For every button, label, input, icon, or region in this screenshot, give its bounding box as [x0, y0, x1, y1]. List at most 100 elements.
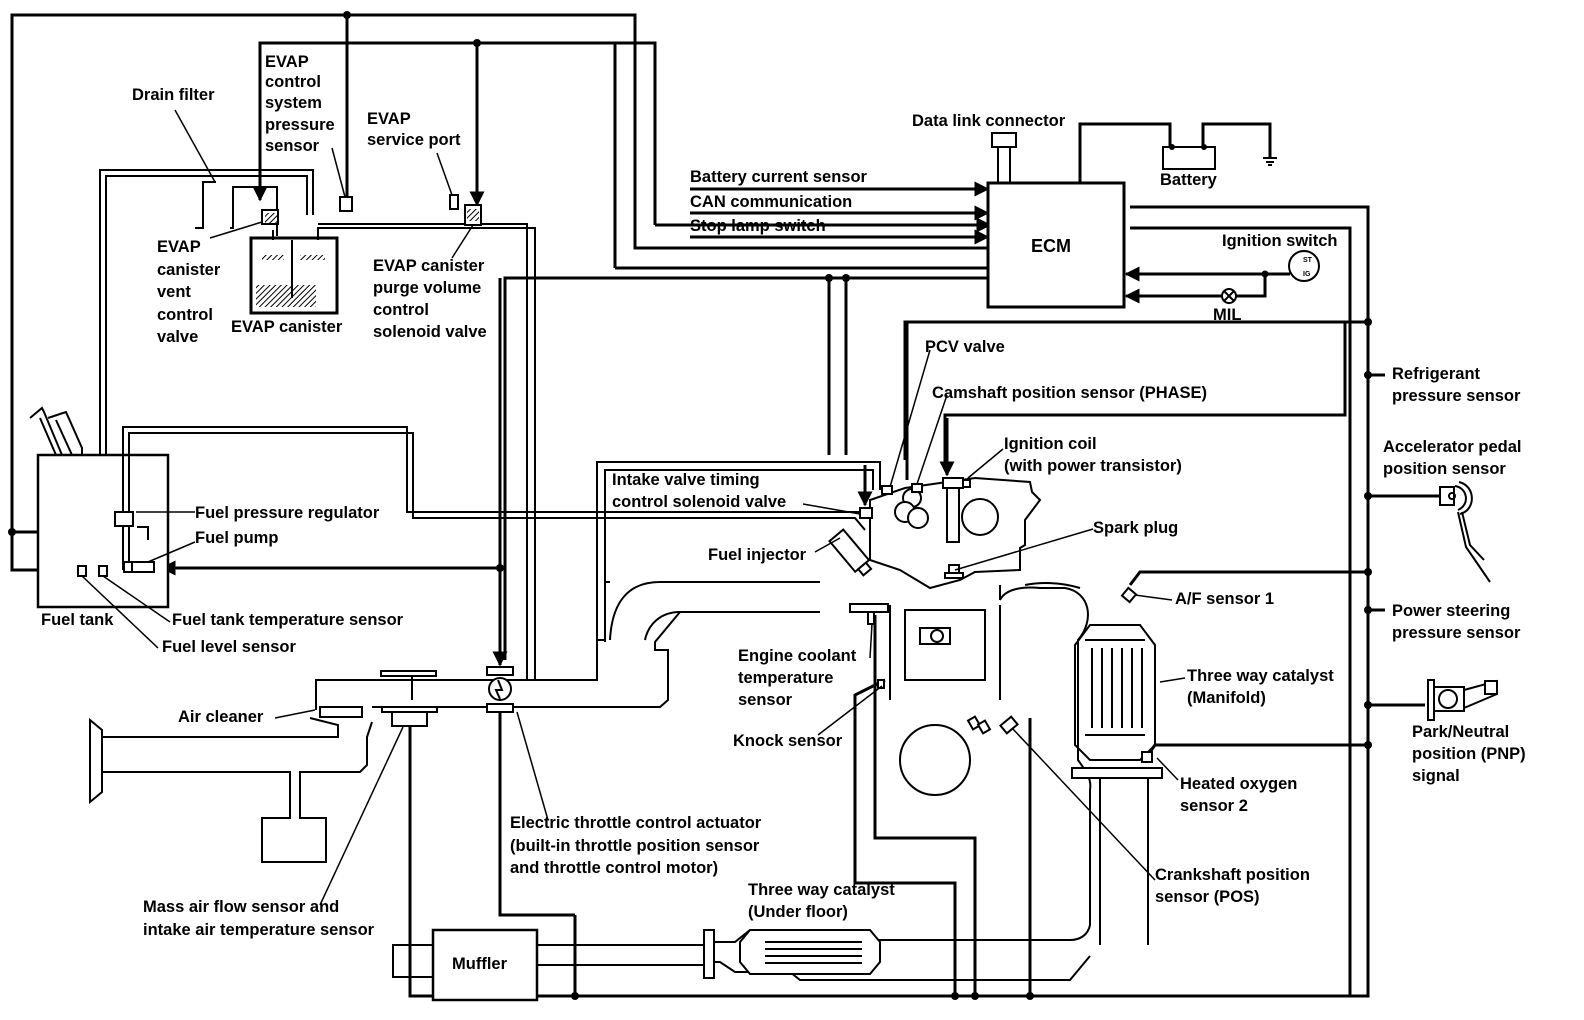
svg-text:vent: vent [157, 283, 191, 301]
mil-label: MIL [1213, 306, 1241, 324]
evap-vent-valve-label: EVAP canister vent control valve [157, 238, 221, 346]
data-link-connector: Data link connector [912, 112, 1066, 183]
svg-text:Heated oxygen: Heated oxygen [1180, 775, 1297, 793]
svg-text:EVAP: EVAP [157, 238, 201, 256]
evap-service-port-label: EVAP service port [367, 110, 461, 149]
muffler-label: Muffler [452, 955, 508, 973]
throttle-actuator-label: Electric throttle control actuator (buil… [510, 814, 762, 877]
svg-text:solenoid valve: solenoid valve [373, 323, 487, 341]
svg-text:(with power transistor): (with power transistor) [1004, 457, 1182, 475]
svg-text:Three way catalyst: Three way catalyst [748, 881, 895, 899]
fuel-tank-temp-sensor-label: Fuel tank temperature sensor [172, 611, 404, 629]
pcv-valve-label: PCV valve [925, 338, 1005, 356]
ecm-label: ECM [1031, 236, 1071, 256]
data-link-connector-label: Data link connector [912, 112, 1066, 130]
evap-canister-label: EVAP canister [231, 318, 343, 336]
fuel-tank-label: Fuel tank [41, 611, 114, 629]
svg-text:(built-in throttle position se: (built-in throttle position sensor [510, 837, 760, 855]
svg-text:service port: service port [367, 131, 461, 149]
air-intake [89, 461, 881, 906]
crankshaft-sensor-label: Crankshaft position sensor (POS) [1155, 866, 1310, 906]
battery: Battery [1078, 122, 1277, 189]
svg-text:sensor: sensor [738, 691, 793, 709]
svg-text:pressure sensor: pressure sensor [1392, 387, 1521, 405]
fuel-pressure-regulator-label: Fuel pressure regulator [195, 504, 380, 522]
three-way-catalyst-underfloor-label: Three way catalyst (Under floor) [748, 881, 895, 921]
svg-text:sensor: sensor [265, 137, 320, 155]
svg-text:Ignition coil: Ignition coil [1004, 435, 1097, 453]
ecm-module: ECM [986, 181, 1126, 309]
svg-text:Power steering: Power steering [1392, 602, 1510, 620]
wiring-harness [8, 11, 1440, 1000]
evap-system [99, 109, 536, 680]
heated-oxygen-sensor-label: Heated oxygen sensor 2 [1180, 775, 1297, 815]
spark-plug-label: Spark plug [1093, 519, 1178, 537]
svg-text:Electric throttle control actu: Electric throttle control actuator [510, 814, 762, 832]
ignition-switch: ST IG Ignition switch [1222, 232, 1338, 282]
refrigerant-pressure-sensor: Refrigerant pressure sensor [1392, 365, 1521, 405]
svg-text:position sensor: position sensor [1383, 460, 1506, 478]
fuel-tank [29, 406, 866, 649]
battery-label: Battery [1160, 171, 1218, 189]
knock-sensor-label: Knock sensor [733, 732, 843, 750]
svg-text:intake air temperature sensor: intake air temperature sensor [143, 921, 375, 939]
svg-text:control: control [373, 301, 429, 319]
pnp-switch: Park/Neutral position (PNP) signal [1412, 679, 1526, 785]
svg-text:control: control [265, 73, 321, 91]
ecm-input-label: CAN communication [690, 193, 852, 211]
evap-pressure-sensor-label: EVAP control system pressure sensor [265, 53, 335, 155]
air-cleaner-label: Air cleaner [178, 708, 264, 726]
svg-text:control solenoid valve: control solenoid valve [612, 493, 786, 511]
ground-icon [1263, 157, 1277, 166]
svg-text:and throttle control motor): and throttle control motor) [510, 859, 718, 877]
ignition-switch-label: Ignition switch [1222, 232, 1338, 250]
svg-text:position (PNP): position (PNP) [1412, 745, 1526, 763]
ecm-input-labels: Battery current sensor CAN communication… [690, 168, 868, 235]
svg-text:sensor 2: sensor 2 [1180, 797, 1248, 815]
accelerator-pedal-sensor: Accelerator pedal position sensor [1383, 438, 1521, 583]
svg-text:control: control [157, 306, 213, 324]
ignition-switch-st: ST [1303, 257, 1313, 264]
drain-filter-label: Drain filter [132, 86, 215, 104]
camshaft-sensor-label: Camshaft position sensor (PHASE) [932, 384, 1207, 402]
engine [802, 322, 1186, 945]
svg-text:EVAP: EVAP [265, 53, 309, 71]
svg-text:sensor (POS): sensor (POS) [1155, 888, 1260, 906]
exhaust-system: Muffler [392, 928, 1091, 1002]
ignition-coil-label: Ignition coil (with power transistor) [1004, 435, 1182, 475]
mil-lamp: MIL [1213, 288, 1241, 324]
svg-text:Intake valve timing: Intake valve timing [612, 471, 760, 489]
svg-text:temperature: temperature [738, 669, 833, 687]
svg-text:Mass air flow sensor and: Mass air flow sensor and [143, 898, 339, 916]
svg-text:Crankshaft position: Crankshaft position [1155, 866, 1310, 884]
engine-coolant-sensor-label: Engine coolant temperature sensor [738, 647, 857, 709]
svg-text:Park/Neutral: Park/Neutral [1412, 723, 1509, 741]
svg-text:Refrigerant: Refrigerant [1392, 365, 1481, 383]
svg-text:purge volume: purge volume [373, 279, 481, 297]
svg-text:pressure: pressure [265, 116, 335, 134]
fuel-injector-label: Fuel injector [708, 546, 807, 564]
svg-text:(Under floor): (Under floor) [748, 903, 848, 921]
svg-text:valve: valve [157, 328, 198, 346]
svg-text:(Manifold): (Manifold) [1187, 689, 1266, 707]
intake-valve-timing-label: Intake valve timing control solenoid val… [612, 471, 786, 511]
fuel-pump-label: Fuel pump [195, 529, 278, 547]
ecm-input-label: Battery current sensor [690, 168, 868, 186]
svg-text:signal: signal [1412, 767, 1460, 785]
af-sensor-label: A/F sensor 1 [1175, 590, 1274, 608]
three-way-catalyst-manifold-label: Three way catalyst (Manifold) [1187, 667, 1334, 707]
ignition-switch-ig: IG [1303, 271, 1311, 278]
svg-text:Three way catalyst: Three way catalyst [1187, 667, 1334, 685]
svg-text:pressure sensor: pressure sensor [1392, 624, 1521, 642]
svg-text:EVAP: EVAP [367, 110, 411, 128]
maf-sensor-label: Mass air flow sensor and intake air temp… [143, 898, 375, 939]
fuel-level-sensor-label: Fuel level sensor [162, 638, 296, 656]
svg-text:Accelerator pedal: Accelerator pedal [1383, 438, 1521, 456]
evap-purge-valve-label: EVAP canister purge volume control solen… [373, 257, 487, 341]
svg-text:Engine coolant: Engine coolant [738, 647, 857, 665]
power-steering-pressure-sensor: Power steering pressure sensor [1392, 602, 1521, 642]
ecm-input-label: Stop lamp switch [690, 217, 826, 235]
svg-text:EVAP canister: EVAP canister [373, 257, 485, 275]
svg-text:canister: canister [157, 261, 221, 279]
